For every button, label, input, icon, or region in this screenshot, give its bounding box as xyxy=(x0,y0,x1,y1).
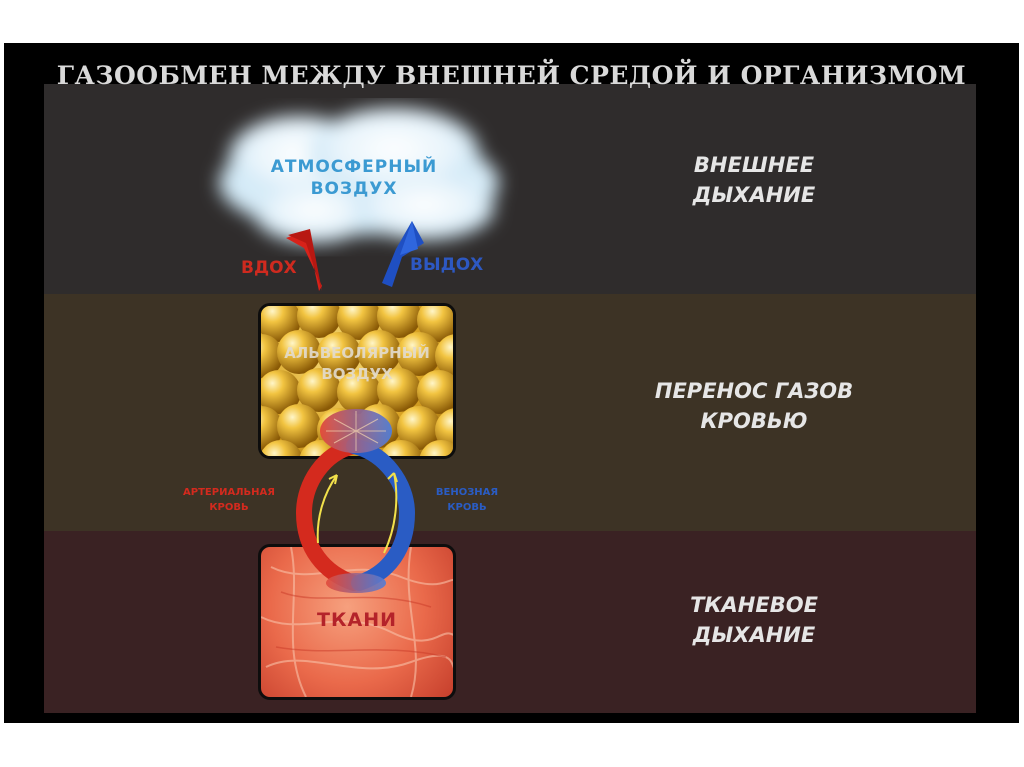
arterial-flow-arrow xyxy=(316,474,338,544)
external-breathing-label: ВНЕШНЕЕ ДЫХАНИЕ xyxy=(692,153,816,207)
inhale-arrow xyxy=(286,229,322,291)
slide-title: ГАЗООБМЕН МЕЖДУ ВНЕШНЕЙ СРЕДОЙ И ОРГАНИЗ… xyxy=(56,61,967,90)
blood-circulation-ring xyxy=(295,409,416,593)
slide: ГАЗООБМЕН МЕЖДУ ВНЕШНЕЙ СРЕДОЙ И ОРГАНИЗ… xyxy=(4,43,1019,723)
atmospheric-air-cloud xyxy=(219,108,499,243)
alveolar-air-panel xyxy=(258,303,456,459)
arterial-blood-label: АРТЕРИАЛЬНАЯ КРОВЬ xyxy=(183,487,275,513)
tissue-texture xyxy=(261,547,453,697)
tissues-label: ТКАНИ xyxy=(317,609,397,631)
atmospheric-air-label: АТМОСФЕРНЫЙ ВОЗДУХ xyxy=(270,157,438,199)
gas-transport-band xyxy=(44,294,976,531)
exhale-arrow xyxy=(382,221,424,287)
external-breathing-band xyxy=(44,84,976,294)
gas-transport-label: ПЕРЕНОС ГАЗОВ КРОВЬЮ xyxy=(654,379,854,433)
venous-flow-arrow xyxy=(383,472,398,554)
tissues-panel xyxy=(258,544,456,700)
inhale-label: ВДОХ xyxy=(241,258,297,278)
venous-blood-arc xyxy=(346,438,416,591)
exhale-label: ВЫДОХ xyxy=(410,255,484,275)
tissue-capillary-net xyxy=(326,573,386,593)
tissue-breathing-band xyxy=(44,531,976,713)
breathing-arrows xyxy=(286,221,424,291)
venous-blood-label: ВЕНОЗНАЯ КРОВЬ xyxy=(435,487,499,513)
alveolar-air-label: АЛЬВЕОЛЯРНЫЙ ВОЗДУХ xyxy=(284,344,430,383)
alveoli-bubbles xyxy=(261,306,453,456)
tissue-breathing-label: ТКАНЕВОЕ ДЫХАНИЕ xyxy=(690,593,818,647)
arterial-blood-arc xyxy=(295,438,362,591)
